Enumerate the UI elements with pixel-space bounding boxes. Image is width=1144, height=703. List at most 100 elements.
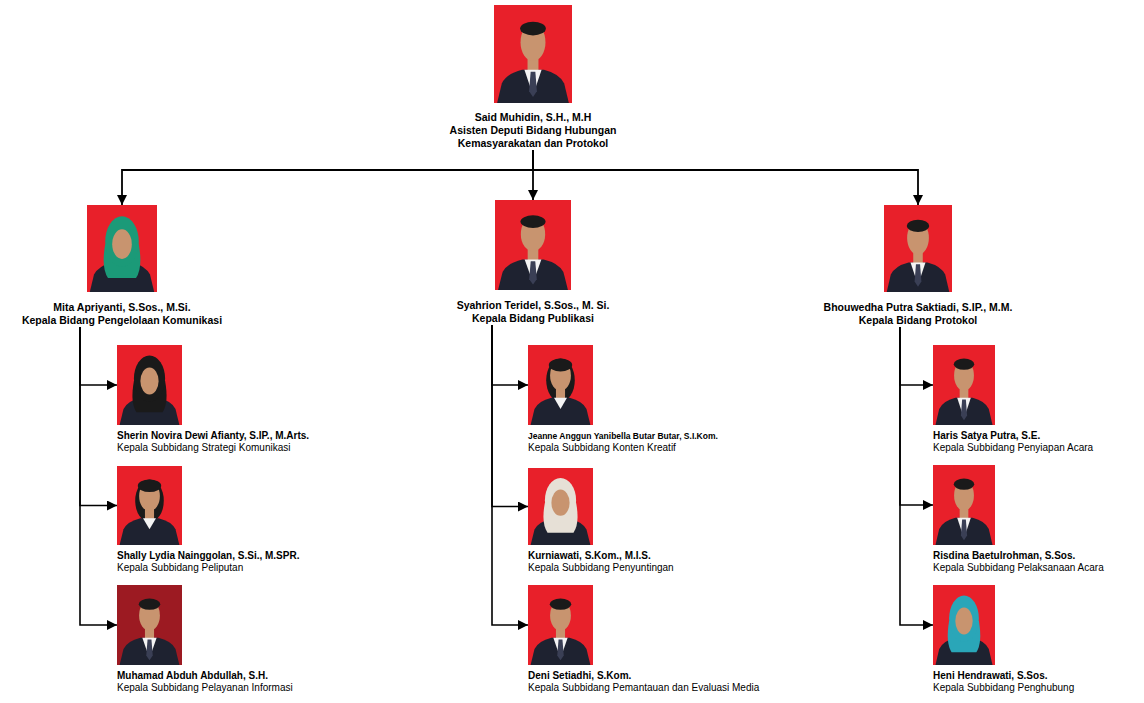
photo-background	[495, 200, 571, 290]
photo-background	[528, 345, 593, 425]
hair-shape	[907, 220, 929, 232]
tie-shape	[529, 261, 537, 284]
person-name: Mita Apriyanti, S.Sos., M.Si.	[6, 301, 238, 314]
person-name: Muhamad Abduh Abdullah, S.H.	[117, 670, 377, 682]
position-title: Kepala Subbidang Penghubung	[933, 682, 1133, 694]
portrait-photo	[87, 205, 157, 292]
photo-background	[933, 345, 995, 425]
tie-shape	[961, 399, 967, 420]
suit-shape	[531, 398, 591, 425]
portrait-photo	[117, 585, 182, 665]
person-name: Jeanne Anggun Yanibella Butar Butar, S.I…	[528, 430, 828, 442]
position-title: Kepala Subbidang Konten Kreatif	[528, 442, 828, 454]
photo-background	[933, 585, 995, 665]
division-head-card: Bhouwedha Putra Saktiadi, S.IP., M.M.Kep…	[798, 205, 1038, 327]
position-title: Kepala Bidang Protokol	[798, 314, 1038, 327]
position-title: Kepala Subbidang Penyiapan Acara	[933, 442, 1133, 454]
hijab-shape	[545, 478, 576, 523]
hair-shape	[550, 599, 571, 610]
hair-shape	[139, 599, 160, 610]
reporting-arrow	[492, 325, 528, 625]
portrait-photo	[494, 5, 572, 103]
reporting-arrow	[900, 327, 933, 505]
face-shape	[551, 490, 569, 516]
tie-shape	[915, 264, 922, 287]
division-head-card: Syahrion Teridel, S.Sos., M. Si.Kepala B…	[423, 200, 643, 325]
photo-background	[117, 585, 182, 665]
position-title: Kepala Bidang Publikasi	[423, 312, 643, 325]
subdivision-head-card: Haris Satya Putra, S.E.Kepala Subbidang …	[933, 345, 1133, 454]
photo-background	[933, 465, 995, 545]
photo-background	[117, 466, 182, 545]
hair-shape	[520, 22, 546, 36]
suit-shape	[497, 70, 569, 103]
position-title: Kepala Subbidang Pemantauan dan Evaluasi…	[528, 682, 828, 694]
portrait-photo	[495, 200, 571, 290]
blouse-shape	[554, 398, 567, 409]
photo-background	[528, 585, 593, 665]
subdivision-head-card: Muhamad Abduh Abdullah, S.H.Kepala Subbi…	[117, 585, 377, 694]
reporting-arrow	[492, 325, 528, 507]
face-shape	[955, 607, 972, 634]
hijab-shape	[949, 595, 979, 641]
person-name: Kurniawati, S.Kom., M.I.S.	[528, 550, 828, 562]
face-shape	[140, 367, 158, 394]
division-head-card: Mita Apriyanti, S.Sos., M.Si.Kepala Bida…	[6, 205, 238, 327]
photo-background	[528, 468, 593, 545]
subdivision-head-card: Risdina Baetulrohman, S.Sos.Kepala Subbi…	[933, 465, 1133, 574]
suit-shape	[498, 259, 568, 290]
photo-background	[117, 345, 182, 425]
hair-shape	[954, 359, 974, 370]
position-title: Asisten Deputi Bidang Hubungan Kemasyara…	[436, 124, 631, 150]
suit-shape	[887, 262, 950, 292]
tie-shape	[146, 639, 153, 660]
person-name: Said Muhidin, S.H., M.H	[428, 111, 638, 124]
reporting-arrow	[492, 325, 528, 385]
person-name: Syahrion Teridel, S.Sos., M. Si.	[423, 299, 643, 312]
hair-shape	[549, 359, 572, 372]
tie-shape	[557, 639, 564, 660]
suit-shape	[531, 638, 591, 665]
subdivision-head-card: Sherin Novira Dewi Afianty, S.IP., M.Art…	[117, 345, 377, 454]
portrait-photo	[528, 468, 593, 545]
position-title: Kepala Subbidang Pelaksanaan Acara	[933, 562, 1133, 574]
portrait-photo	[528, 345, 593, 425]
suit-shape	[120, 638, 180, 665]
person-name: Haris Satya Putra, S.E.	[933, 430, 1133, 442]
photo-background	[884, 205, 952, 292]
reporting-arrow	[122, 150, 533, 205]
person-name: Risdina Baetulrohman, S.Sos.	[933, 550, 1133, 562]
person-name: Bhouwedha Putra Saktiadi, S.IP., M.M.	[798, 301, 1038, 314]
position-title: Kepala Subbidang Peliputan	[117, 562, 377, 574]
photo-background	[87, 205, 157, 292]
subdivision-head-card: Jeanne Anggun Yanibella Butar Butar, S.I…	[528, 345, 828, 454]
hijab-shape	[105, 216, 139, 266]
portrait-photo	[933, 465, 995, 545]
portrait-photo	[117, 345, 182, 425]
subdivision-head-card: Kurniawati, S.Kom., M.I.S.Kepala Subbida…	[528, 468, 828, 574]
hijab-shape	[134, 355, 165, 401]
hair-shape	[954, 479, 974, 490]
portrait-photo	[933, 345, 995, 425]
subdivision-head-card: Deni Setiadhi, S.Kom.Kepala Subbidang Pe…	[528, 585, 828, 694]
blouse-shape	[143, 518, 156, 529]
suit-shape	[120, 518, 180, 545]
face-shape	[112, 229, 132, 259]
reporting-arrow	[80, 327, 117, 385]
portrait-photo	[933, 585, 995, 665]
reporting-arrow	[900, 327, 933, 385]
hair-shape	[138, 479, 161, 492]
person-name: Sherin Novira Dewi Afianty, S.IP., M.Art…	[117, 430, 377, 442]
reporting-arrow	[80, 327, 117, 506]
photo-background	[494, 5, 572, 103]
reporting-arrow	[900, 327, 933, 625]
person-name: Heni Hendrawati, S.Sos.	[933, 670, 1133, 682]
suit-shape	[935, 398, 992, 425]
subdivision-head-card: Shally Lydia Nainggolan, S.Si., M.SPR.Ke…	[117, 466, 377, 574]
position-title: Kepala Bidang Pengelolaan Komunikasi	[6, 314, 238, 327]
tie-shape	[961, 519, 967, 540]
hair-shape	[135, 479, 164, 522]
suit-shape	[935, 518, 992, 545]
portrait-photo	[884, 205, 952, 292]
